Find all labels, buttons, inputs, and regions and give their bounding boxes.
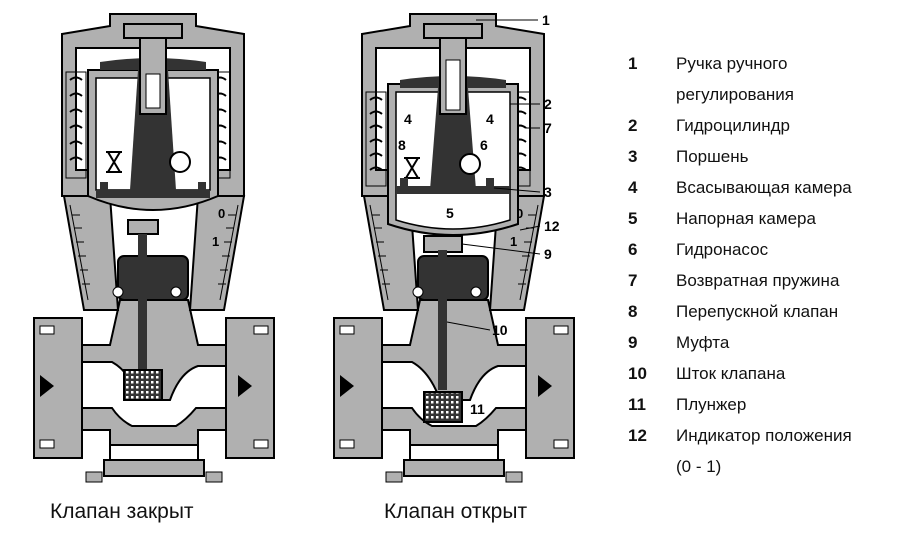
flow-arrow-out-closed [238, 375, 252, 397]
legend-item: 8 Перепускной клапан [628, 296, 898, 327]
flow-arrow-out-open [538, 375, 552, 397]
caption-valve-open: Клапан открыт [384, 500, 528, 523]
coupling-open [423, 235, 463, 253]
legend-item-continuation: регулирования [628, 79, 898, 110]
callout-2: 2 [544, 96, 552, 112]
callout-leaders [446, 19, 541, 331]
callout-3: 3 [544, 184, 552, 200]
legend-item: 3 Поршень [628, 141, 898, 172]
callout-10: 10 [492, 322, 508, 338]
valve-open-drawing: 0 1 4 4 8 6 5 [333, 12, 575, 483]
legend-item: 1 Ручка ручного [628, 48, 898, 79]
flow-arrow-in-open [340, 375, 354, 397]
legend-number: 6 [628, 239, 638, 259]
scale-one-open: 1 [510, 234, 517, 249]
scale-one-closed: 1 [212, 234, 219, 249]
legend-label: регулирования [676, 84, 794, 104]
legend-label: Напорная камера [676, 208, 816, 228]
legend-label: Шток клапана [676, 363, 786, 383]
legend-label: Перепускной клапан [676, 301, 839, 321]
return-spring-closed [69, 76, 227, 161]
legend-number: 10 [628, 363, 647, 383]
legend-number: 11 [628, 394, 646, 414]
legend-label: Ручка ручного [676, 53, 788, 73]
legend-label: Индикатор положения [676, 425, 852, 445]
legend-label: (0 - 1) [676, 456, 722, 476]
callout-11: 11 [470, 401, 485, 417]
scale-zero-open: 0 [516, 206, 523, 221]
legend-item-continuation: (0 - 1) [628, 451, 898, 482]
legend-item: 10 Шток клапана [628, 358, 898, 389]
legend-number: 7 [628, 270, 638, 290]
callout-4b: 4 [486, 111, 494, 127]
legend-number: 2 [628, 115, 638, 135]
legend-item: 4 Всасывающая камера [628, 172, 898, 203]
legend-label: Гидроцилиндр [676, 115, 790, 135]
callout-9: 9 [544, 246, 552, 262]
legend-number: 3 [628, 146, 638, 166]
legend-item: 5 Напорная камера [628, 203, 898, 234]
legend-label: Всасывающая камера [676, 177, 852, 197]
legend-number: 12 [628, 425, 647, 445]
legend-label: Плунжер [676, 394, 747, 414]
hydraulic-pump-open [459, 153, 481, 175]
return-spring-open [369, 96, 527, 171]
legend-label: Поршень [676, 146, 749, 166]
legend-number: 8 [628, 301, 638, 321]
bypass-valve-closed [106, 151, 122, 173]
hydraulic-pump-closed [169, 151, 191, 173]
bypass-valve-open [404, 157, 420, 179]
callout-5: 5 [446, 205, 454, 221]
caption-valve-closed: Клапан закрыт [50, 500, 194, 523]
legend: 1 Ручка ручного регулирования 2 Гидроцилин… [628, 48, 898, 482]
callout-1: 1 [542, 12, 550, 28]
callout-4a: 4 [404, 111, 412, 127]
valve-stem-closed [138, 234, 147, 374]
callout-7: 7 [544, 120, 552, 136]
legend-item: 2 Гидроцилиндр [628, 110, 898, 141]
valve-stem-open [438, 250, 447, 390]
legend-item: 9 Муфта [628, 327, 898, 358]
flow-arrow-in-closed [40, 375, 54, 397]
legend-number: 9 [628, 332, 638, 352]
legend-item: 7 Возвратная пружина [628, 265, 898, 296]
legend-label: Возвратная пружина [676, 270, 840, 290]
legend-number: 5 [628, 208, 638, 228]
callout-6: 6 [480, 137, 488, 153]
legend-number: 4 [628, 177, 638, 197]
valve-closed-drawing: 0 1 [33, 13, 275, 483]
legend-item: 11 Плунжер [628, 389, 898, 420]
legend-item: 6 Гидронасос [628, 234, 898, 265]
valve-body-open [333, 299, 575, 483]
legend-label: Гидронасос [676, 239, 769, 259]
legend-item: 12 Индикатор положения [628, 420, 898, 451]
position-scale-closed: 0 1 [69, 204, 239, 301]
callout-12: 12 [544, 218, 560, 234]
plunger-closed [123, 369, 163, 401]
legend-number: 1 [628, 53, 638, 73]
scale-zero-closed: 0 [218, 206, 225, 221]
legend-label: Муфта [676, 332, 730, 352]
callout-8: 8 [398, 137, 406, 153]
plunger-open [423, 391, 463, 423]
